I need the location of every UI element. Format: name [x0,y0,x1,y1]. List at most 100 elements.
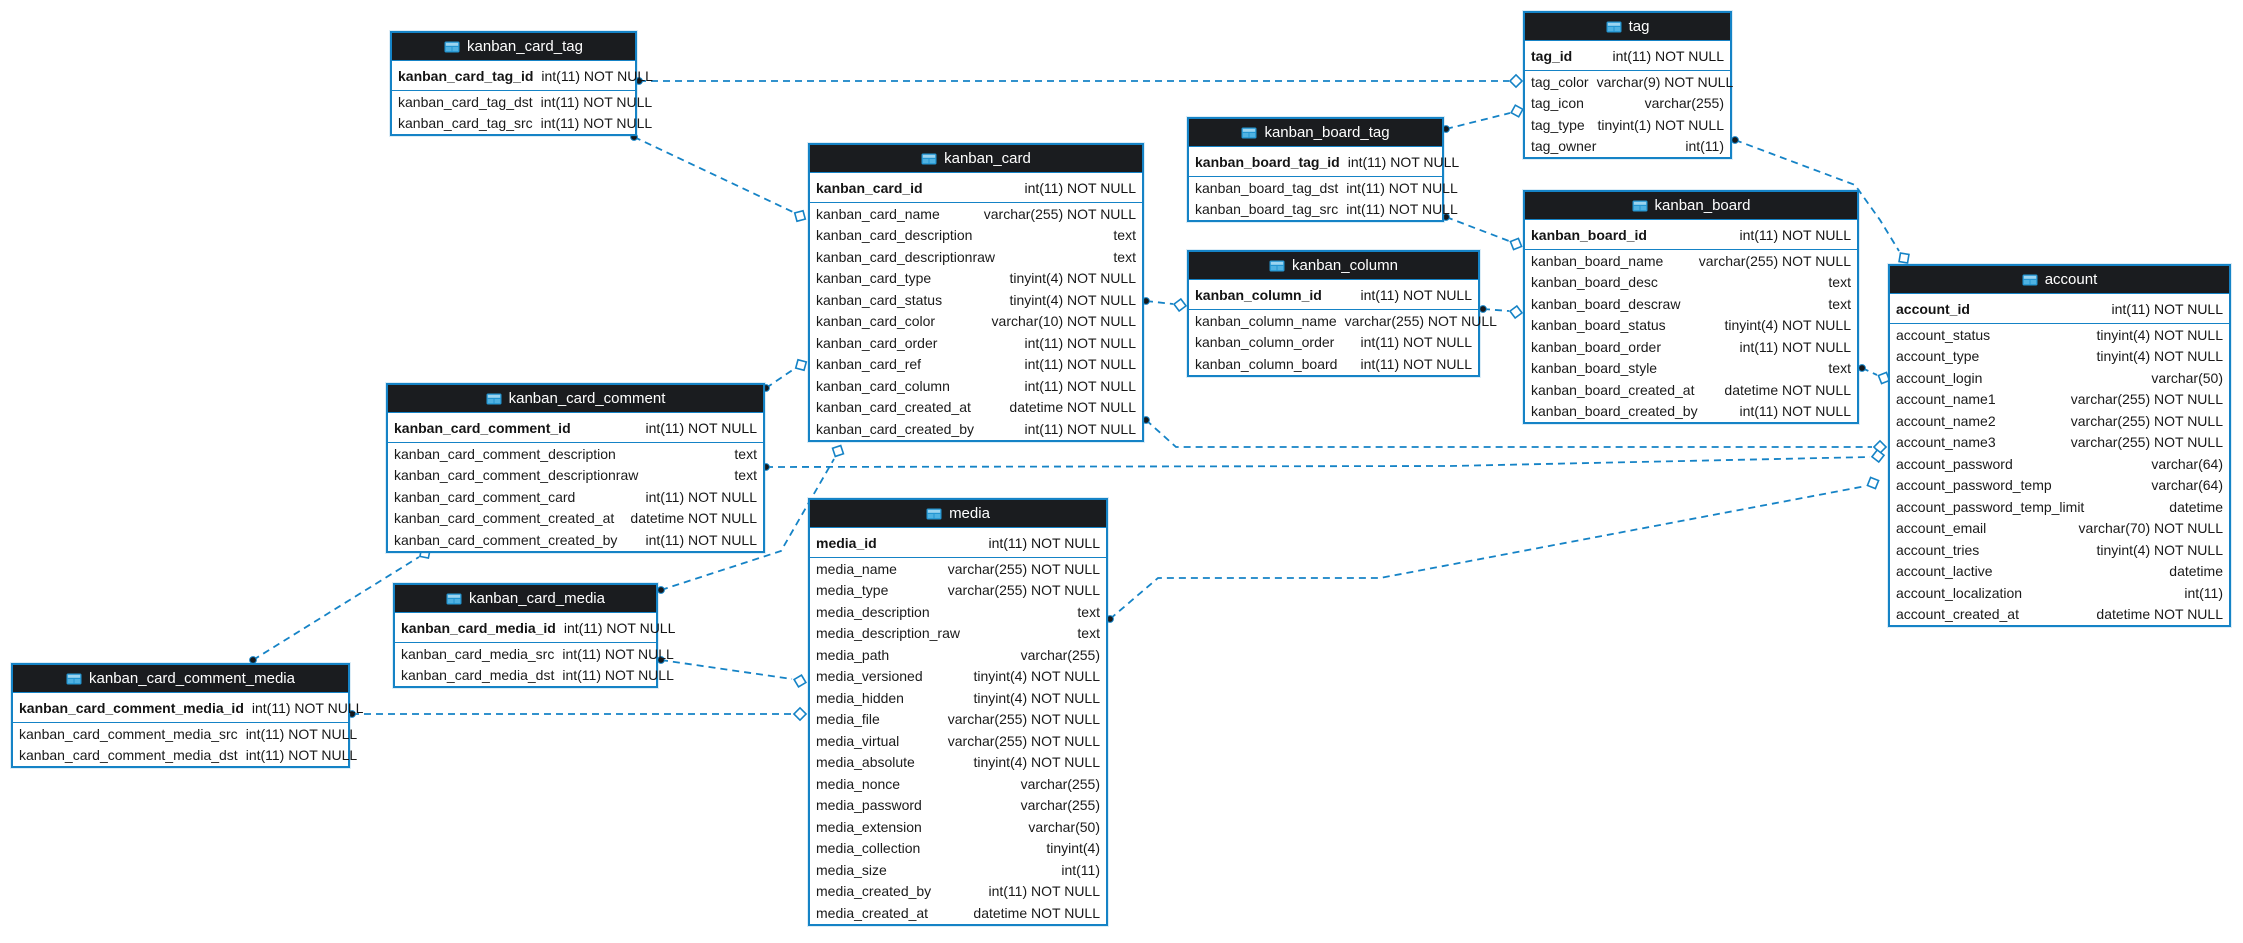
relationship-kanban_card_tag-tag[interactable] [635,73,1524,89]
table-header-kanban_card_comment[interactable]: kanban_card_comment [388,385,763,413]
relationship-kanban_board_tag-kanban_board[interactable] [1442,213,1523,251]
relationship-kanban_card-kanban_column[interactable] [1142,297,1188,313]
table-header-kanban_board_tag[interactable]: kanban_board_tag [1189,119,1442,147]
table-header-kanban_card_tag[interactable]: kanban_card_tag [392,33,635,61]
relationship-kanban_board-account[interactable] [1858,364,1891,385]
relationship-kanban_card_media-media[interactable] [657,656,807,688]
relationship-kanban_card_comment_media-media[interactable] [348,706,808,722]
relationship-kanban_card_tag-kanban_card[interactable] [630,133,807,223]
relationship-kanban_column-kanban_board[interactable] [1479,304,1524,320]
table-header-kanban_card[interactable]: kanban_card [810,145,1142,173]
table-header-account[interactable]: account [1890,266,2229,294]
relationship-tag-account[interactable] [1731,136,1910,264]
relationship-kanban_card_comment-kanban_card[interactable] [762,358,808,392]
table-header-kanban_card_comment_media[interactable]: kanban_card_comment_media [13,665,348,693]
relationship-media-account[interactable] [1106,476,1880,623]
table-header-media[interactable]: media [810,500,1106,528]
table-header-kanban_board[interactable]: kanban_board [1525,192,1857,220]
relationship-kanban_card_comment-account[interactable] [762,448,1886,471]
relationship-kanban_card-account[interactable] [1142,416,1888,455]
